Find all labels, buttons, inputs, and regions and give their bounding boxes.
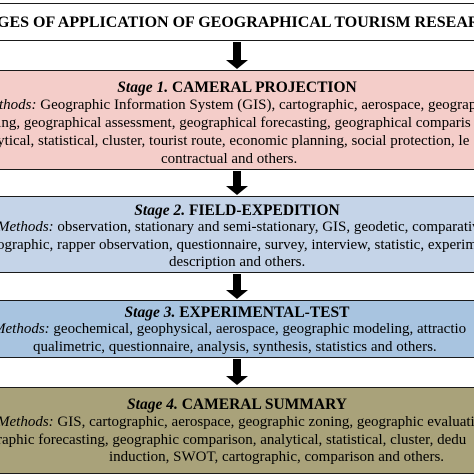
stage-4-box: Stage 4. CAMERAL SUMMARY Methods: GIS, c… xyxy=(0,387,474,474)
stage-2-methods-line-2: ographic, rapper observation, questionna… xyxy=(0,237,474,253)
stage-2-methods-prefix: Methods: xyxy=(0,219,54,235)
stage-1-label: Stage 1. xyxy=(117,79,169,96)
stage-3-methods-line-2: qualimetric, questionnaire, analysis, sy… xyxy=(33,339,437,355)
stage-4-name: CAMERAL SUMMARY xyxy=(181,396,347,413)
stage-4-label: Stage 4. xyxy=(127,396,178,413)
header-text: GES OF APPLICATION OF GEOGRAPHICAL TOURI… xyxy=(0,14,474,31)
stage-1-methods-prefix: thods: xyxy=(0,97,37,113)
stage-3-methods-prefix: Methods: xyxy=(0,321,50,337)
stage-1-methods-line-4: contractual and others. xyxy=(161,151,298,167)
stage-2-methods-line-1: Methods: observation, stationary and sem… xyxy=(0,219,474,236)
arrow-down-icon xyxy=(226,42,248,69)
arrow-down-icon xyxy=(226,171,248,196)
stage-1-line-1-text: Geographic Information System (GIS), car… xyxy=(40,97,474,113)
stage-1-title: Stage 1. CAMERAL PROJECTION xyxy=(0,79,474,96)
stage-4-methods-line-2: raphic forecasting, geographic compariso… xyxy=(0,432,467,448)
stage-2-box: Stage 2. FIELD-EXPEDITION Methods: obser… xyxy=(0,196,474,273)
diagram-header: GES OF APPLICATION OF GEOGRAPHICAL TOURI… xyxy=(0,3,474,41)
stage-1-methods-line-1: thods: Geographic Information System (GI… xyxy=(0,97,474,114)
stage-3-label: Stage 3. xyxy=(124,304,176,321)
stage-1-methods-line-3: lytical, statistical, cluster, tourist r… xyxy=(0,133,470,149)
stage-2-methods-line-3: description and others. xyxy=(169,254,306,270)
stage-1-methods-line-2: ting, geographical assessment, geographi… xyxy=(0,115,471,131)
stage-4-methods-prefix: Methods: xyxy=(0,414,54,430)
stage-4-methods-line-1: Methods: GIS, cartographic, aerospace, g… xyxy=(0,414,474,431)
stage-2-line-1-text: observation, stationary and semi-station… xyxy=(57,219,474,235)
stage-2-label: Stage 2. xyxy=(134,202,186,219)
stage-4-title: Stage 4. CAMERAL SUMMARY xyxy=(0,396,474,413)
arrow-down-icon xyxy=(226,274,248,300)
stage-4-methods-line-3: induction, SWOT, cartographic, compariso… xyxy=(109,449,445,465)
stage-3-line-1-text: geochemical, geophysical, aerospace, geo… xyxy=(53,321,467,337)
stage-3-name: EXPERIMENTAL-TEST xyxy=(179,304,350,321)
stage-3-box: Stage 3. EXPERIMENTAL-TEST Methods: geoc… xyxy=(0,300,474,358)
arrow-down-icon xyxy=(226,359,248,386)
stage-3-title: Stage 3. EXPERIMENTAL-TEST xyxy=(0,304,474,321)
stage-2-name: FIELD-EXPEDITION xyxy=(188,202,340,219)
stage-1-name: CAMERAL PROJECTION xyxy=(171,79,357,96)
stage-1-box: Stage 1. CAMERAL PROJECTION thods: Geogr… xyxy=(0,70,474,170)
stage-2-title: Stage 2. FIELD-EXPEDITION xyxy=(0,202,474,219)
stage-3-methods-line-1: Methods: geochemical, geophysical, aeros… xyxy=(0,321,466,338)
stage-4-line-1-text: GIS, cartographic, aerospace, geographic… xyxy=(57,414,474,430)
